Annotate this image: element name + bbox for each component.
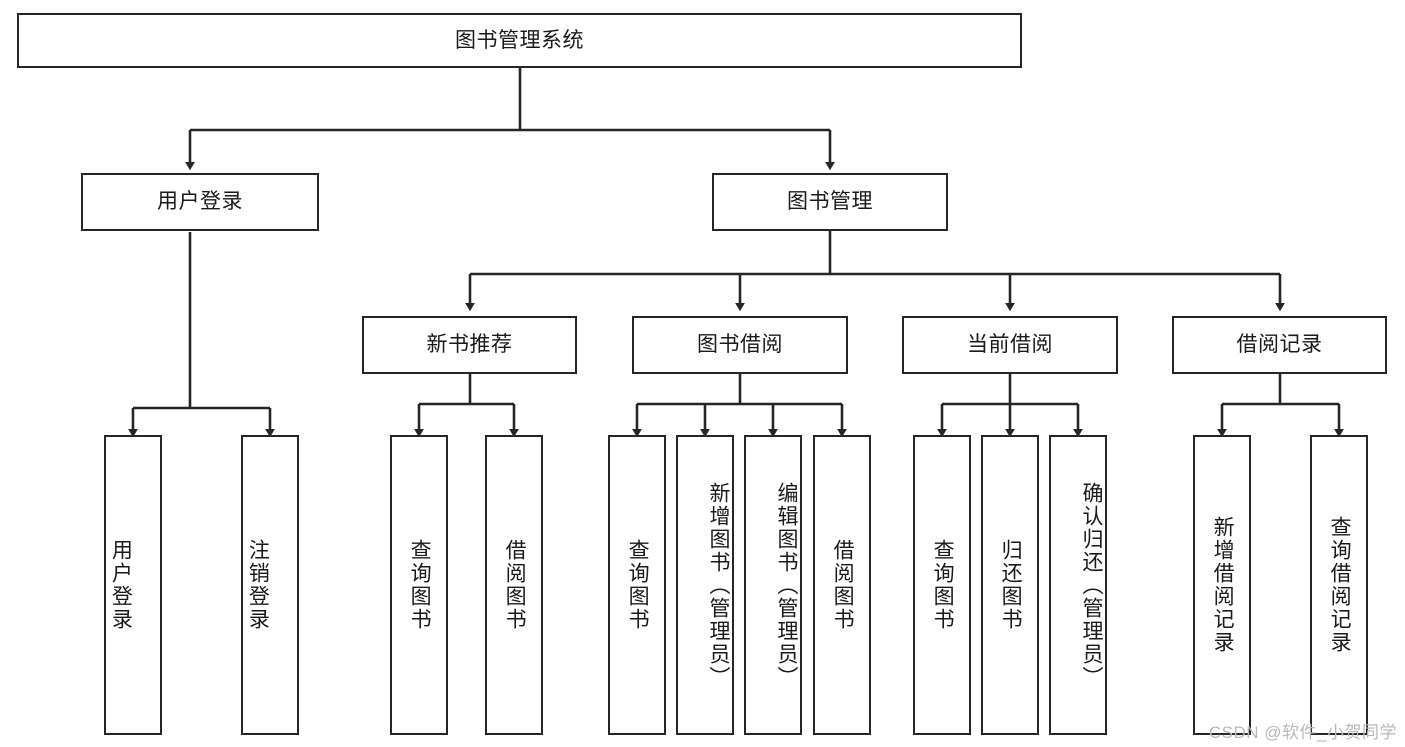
node-label: 注销登录 [246,539,270,631]
node-current-borrow[interactable]: 当前借阅 [902,316,1118,374]
leaf-user-login[interactable]: 用户登录 [104,435,162,735]
node-label: 图书管理系统 [455,28,584,52]
node-label: 用户登录 [109,539,133,631]
leaf-query-book-borrow[interactable]: 查询图书 [608,435,666,735]
leaf-query-book-current[interactable]: 查询图书 [913,435,971,735]
leaf-logout-login[interactable]: 注销登录 [241,435,299,735]
node-label: 借阅图书 [503,539,527,631]
leaf-query-book-recommend[interactable]: 查询图书 [390,435,448,735]
node-new-book-recommend[interactable]: 新书推荐 [362,316,577,374]
node-label: 查询图书 [626,539,650,631]
leaf-borrow-book-recommend[interactable]: 借阅图书 [485,435,543,735]
node-label: 借阅图书 [831,539,855,631]
leaf-edit-book-admin[interactable]: 编辑图书（管理员） [744,435,802,735]
node-label: 图书管理 [787,190,873,214]
node-label: 归还图书 [999,539,1023,631]
leaf-add-borrow-record[interactable]: 新增借阅记录 [1193,435,1251,735]
node-label: 当前借阅 [967,333,1053,357]
node-user-login[interactable]: 用户登录 [81,173,319,231]
node-label: 查询图书 [408,539,432,631]
leaf-add-book-admin[interactable]: 新增图书（管理员） [676,435,734,735]
leaf-query-borrow-record[interactable]: 查询借阅记录 [1310,435,1368,735]
node-label: 用户登录 [157,190,243,214]
node-label: 新增图书（管理员） [707,481,730,689]
node-borrow-record[interactable]: 借阅记录 [1172,316,1387,374]
node-label: 新增借阅记录 [1211,516,1235,654]
node-book-management[interactable]: 图书管理 [712,173,948,231]
leaf-return-book[interactable]: 归还图书 [981,435,1039,735]
leaf-borrow-book[interactable]: 借阅图书 [813,435,871,735]
leaf-confirm-return-admin[interactable]: 确认归还（管理员） [1049,435,1107,735]
node-label: 编辑图书（管理员） [775,481,798,689]
node-label: 查询借阅记录 [1328,516,1352,654]
node-root-book-management-system[interactable]: 图书管理系统 [17,13,1022,68]
node-label: 图书借阅 [697,333,783,357]
node-label: 查询图书 [931,539,955,631]
node-book-borrow[interactable]: 图书借阅 [632,316,848,374]
node-label: 借阅记录 [1236,333,1323,357]
node-label: 新书推荐 [426,333,513,357]
watermark-text: CSDN @软件_小贺同学 [1208,723,1397,742]
node-label: 确认归还（管理员） [1080,481,1103,689]
